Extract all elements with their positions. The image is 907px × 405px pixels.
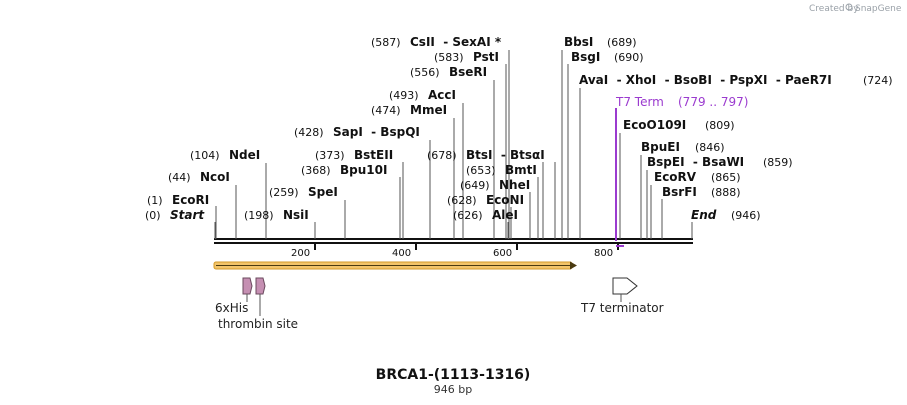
site-pos: (946) — [731, 209, 761, 222]
site-pos: (689) — [607, 36, 637, 49]
site-name[interactable]: MmeI — [410, 103, 447, 117]
site-pos: (474) — [371, 104, 401, 117]
thrombin-site-icon[interactable] — [255, 277, 266, 295]
brand-label: SnapGene — [855, 4, 902, 14]
site-pos: (0) — [145, 209, 161, 222]
site-pos: (653) — [466, 164, 496, 177]
site-name[interactable]: BbsI — [564, 35, 593, 49]
site-pos: (846) — [695, 141, 725, 154]
site-name[interactable]: BsrFI — [662, 185, 697, 199]
site-pos: (649) — [460, 179, 490, 192]
site-pos: (259) — [269, 186, 299, 199]
site-pos: (587) — [371, 36, 401, 49]
site-pos: (865) — [711, 171, 741, 184]
site-name[interactable]: PstI — [473, 50, 499, 64]
tick-label-400: 400 — [392, 248, 411, 259]
site-name[interactable]: AleI — [492, 208, 518, 222]
site-pos: (493) — [389, 89, 419, 102]
t7-term-label[interactable]: T7 Term — [615, 95, 664, 109]
site-name[interactable]: NsiI — [283, 208, 309, 222]
site-name[interactable]: SapI - BspQI — [333, 125, 420, 139]
site-name[interactable]: EcoRV — [654, 170, 697, 184]
site-name[interactable]: AccI — [428, 88, 456, 102]
site-pos: (628) — [447, 194, 477, 207]
ruler: 200 400 600 800 — [291, 243, 619, 259]
map-title: BRCA1-(1113-1316) — [376, 367, 531, 383]
orf-arrowhead-icon — [570, 261, 577, 270]
site-name[interactable]: BtsI - BtsαI — [466, 148, 545, 162]
site-pos: (104) — [190, 149, 220, 162]
his-label: 6xHis — [215, 301, 248, 315]
site-name[interactable]: CsII - SexAI * — [410, 35, 502, 49]
site-name[interactable]: EcoO109I — [623, 118, 686, 132]
site-pos: (690) — [614, 51, 644, 64]
site-pos: (583) — [434, 51, 464, 64]
site-name[interactable]: AvaI - XhoI - BsoBI - PspXI - PaeR7I — [579, 73, 832, 87]
site-pos: (556) — [410, 66, 440, 79]
tick-label-800: 800 — [594, 248, 613, 259]
site-pos: (368) — [301, 164, 331, 177]
tick-label-200: 200 — [291, 248, 310, 259]
snapgene-logo-icon — [845, 3, 853, 11]
site-name[interactable]: Bpu10I — [340, 163, 387, 177]
cut-site-labels: (587) CsII - SexAI * (583) PstI (556) Bs… — [145, 35, 893, 222]
his-tag-icon[interactable] — [242, 277, 253, 295]
start-label: Start — [170, 208, 205, 222]
site-pos: (809) — [705, 119, 735, 132]
site-pos: (678) — [427, 149, 457, 162]
end-label: End — [691, 208, 717, 222]
site-name[interactable]: BsgI — [571, 50, 600, 64]
site-name[interactable]: NdeI — [229, 148, 260, 162]
site-pos: (373) — [315, 149, 345, 162]
site-name[interactable]: NcoI — [200, 170, 230, 184]
site-name[interactable]: BseRI — [449, 65, 487, 79]
site-pos: (626) — [453, 209, 483, 222]
site-pos: (724) — [863, 74, 893, 87]
site-name[interactable]: BstEII — [354, 148, 393, 162]
site-pos: (428) — [294, 126, 324, 139]
site-pos: (44) — [168, 171, 191, 184]
site-name[interactable]: SpeI — [308, 185, 338, 199]
site-name[interactable]: BmtI — [505, 163, 537, 177]
t7-terminator-label: T7 terminator — [580, 301, 664, 315]
site-name[interactable]: EcoRI — [172, 193, 209, 207]
site-name[interactable]: NheI — [499, 178, 530, 192]
orf-feature[interactable] — [213, 261, 577, 270]
site-pos: (198) — [244, 209, 274, 222]
site-pos: (888) — [711, 186, 741, 199]
t7-terminator-arrow-icon[interactable] — [612, 277, 638, 295]
t7-term-range: (779 .. 797) — [678, 95, 748, 109]
created-by-label: Created by — [809, 4, 859, 14]
thrombin-label: thrombin site — [218, 317, 298, 331]
site-name[interactable]: BpuEI — [641, 140, 680, 154]
site-name[interactable]: EcoNI — [486, 193, 524, 207]
site-pos: (1) — [147, 194, 163, 207]
map-length: 946 bp — [434, 383, 472, 396]
tick-label-600: 600 — [493, 248, 512, 259]
site-pos: (859) — [763, 156, 793, 169]
cut-site-connectors — [214, 50, 693, 239]
site-name[interactable]: BspEI - BsaWI — [647, 155, 744, 169]
